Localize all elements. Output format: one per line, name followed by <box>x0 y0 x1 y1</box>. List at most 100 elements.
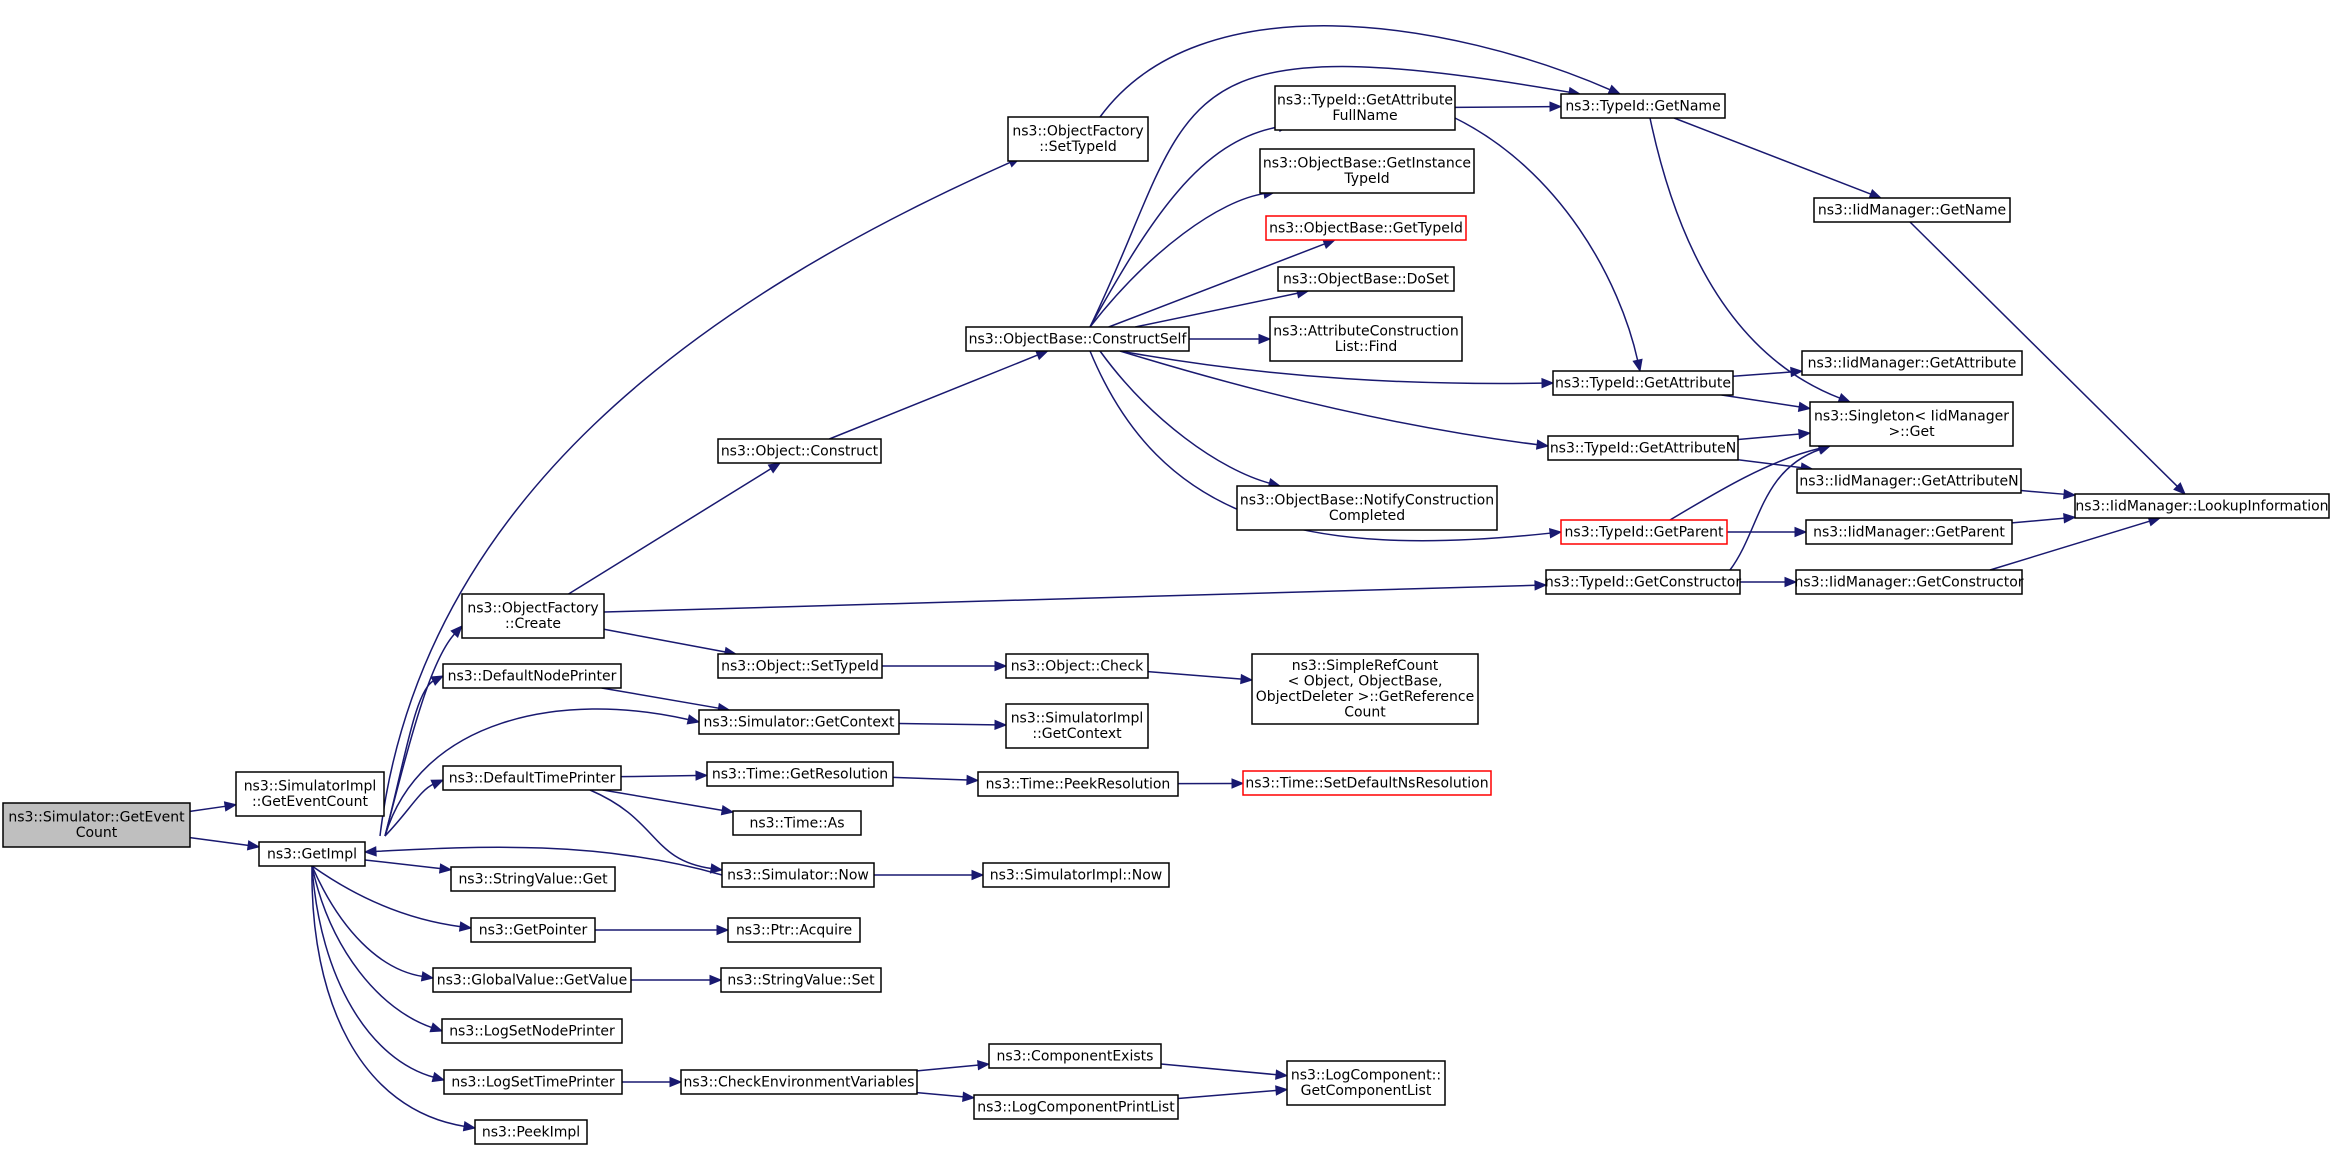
node-timeGetResolution[interactable]: ns3::Time::GetResolution <box>706 761 894 787</box>
node-box[interactable] <box>474 1119 588 1145</box>
node-simImplGetEventCount[interactable]: ns3::SimulatorImpl::GetEventCount <box>235 771 385 817</box>
node-box[interactable] <box>1813 197 2011 223</box>
node-root[interactable]: ns3::Simulator::GetEventCount <box>2 802 191 848</box>
node-iidManagerGetParent[interactable]: ns3::IidManager::GetParent <box>1805 519 2013 545</box>
node-box[interactable] <box>1796 468 2022 494</box>
node-box[interactable] <box>1547 435 1739 461</box>
node-box[interactable] <box>1545 569 1741 595</box>
node-box[interactable] <box>1269 316 1463 362</box>
node-box[interactable] <box>1007 116 1149 162</box>
node-objectSetTypeId[interactable]: ns3::Object::SetTypeId <box>717 653 883 679</box>
node-checkEnvVars[interactable]: ns3::CheckEnvironmentVariables <box>680 1069 918 1095</box>
node-box[interactable] <box>982 862 1170 888</box>
node-singletonGet[interactable]: ns3::Singleton< IidManager>::Get <box>1809 401 2014 447</box>
node-constructSelf[interactable]: ns3::ObjectBase::ConstructSelf <box>965 326 1190 352</box>
node-box[interactable] <box>1274 85 1456 131</box>
node-box[interactable] <box>706 761 894 787</box>
node-box[interactable] <box>727 917 861 943</box>
node-objFactorySetTypeId[interactable]: ns3::ObjectFactory::SetTypeId <box>1007 116 1149 162</box>
node-box[interactable] <box>965 326 1190 352</box>
node-simulatorNow[interactable]: ns3::Simulator::Now <box>721 862 875 888</box>
node-box[interactable] <box>461 593 605 639</box>
node-box[interactable] <box>443 1069 623 1095</box>
node-box[interactable] <box>1801 350 2023 376</box>
node-objectConstruct[interactable]: ns3::Object::Construct <box>717 438 882 464</box>
node-box[interactable] <box>1259 148 1475 194</box>
node-box[interactable] <box>977 771 1179 797</box>
node-objBaseDoSet[interactable]: ns3::ObjectBase::DoSet <box>1277 266 1455 292</box>
node-box[interactable] <box>973 1094 1179 1120</box>
node-box[interactable] <box>1251 653 1479 725</box>
node-box[interactable] <box>450 866 616 892</box>
node-iidManagerLookupInformation[interactable]: ns3::IidManager::LookupInformation <box>2074 493 2330 519</box>
node-logComponentGetComponentList[interactable]: ns3::LogComponent::GetComponentList <box>1286 1060 1446 1106</box>
node-globalValueGetValue[interactable]: ns3::GlobalValue::GetValue <box>432 967 632 993</box>
node-box[interactable] <box>717 438 882 464</box>
node-box[interactable] <box>432 967 632 993</box>
node-box[interactable] <box>1795 569 2023 595</box>
node-objBaseGetTypeId[interactable]: ns3::ObjectBase::GetTypeId <box>1265 215 1467 241</box>
node-iidManagerGetAttribute[interactable]: ns3::IidManager::GetAttribute <box>1801 350 2023 376</box>
node-ptrAcquire[interactable]: ns3::Ptr::Acquire <box>727 917 861 943</box>
node-getPointer[interactable]: ns3::GetPointer <box>470 917 596 943</box>
node-iidManagerGetName[interactable]: ns3::IidManager::GetName <box>1813 197 2011 223</box>
node-simpleRefCountGetRefCount[interactable]: ns3::SimpleRefCount< Object, ObjectBase,… <box>1251 653 1479 725</box>
node-box[interactable] <box>1805 519 2013 545</box>
node-simImplNow[interactable]: ns3::SimulatorImpl::Now <box>982 862 1170 888</box>
node-box[interactable] <box>1265 215 1467 241</box>
node-logComponentPrintList[interactable]: ns3::LogComponentPrintList <box>973 1094 1179 1120</box>
node-defaultTimePrinter[interactable]: ns3::DefaultTimePrinter <box>442 765 622 791</box>
node-box[interactable] <box>470 917 596 943</box>
node-box[interactable] <box>1560 519 1728 545</box>
node-simulatorGetContext[interactable]: ns3::Simulator::GetContext <box>698 709 900 735</box>
node-box[interactable] <box>1552 370 1734 396</box>
node-objectCheck[interactable]: ns3::Object::Check <box>1005 653 1149 679</box>
node-timeSetDefaultNsResolution[interactable]: ns3::Time::SetDefaultNsResolution <box>1242 770 1492 796</box>
node-box[interactable] <box>1005 703 1149 749</box>
node-box[interactable] <box>442 663 622 689</box>
node-box[interactable] <box>1005 653 1149 679</box>
node-simImplGetContext[interactable]: ns3::SimulatorImpl::GetContext <box>1005 703 1149 749</box>
node-stringValueSet[interactable]: ns3::StringValue::Set <box>720 967 882 993</box>
node-componentExists[interactable]: ns3::ComponentExists <box>988 1043 1162 1069</box>
node-box[interactable] <box>1286 1060 1446 1106</box>
node-iidManagerGetAttributeN[interactable]: ns3::IidManager::GetAttributeN <box>1796 468 2022 494</box>
node-typeIdGetName[interactable]: ns3::TypeId::GetName <box>1560 93 1726 119</box>
node-box[interactable] <box>2074 493 2330 519</box>
node-box[interactable] <box>235 771 385 817</box>
node-box[interactable] <box>680 1069 918 1095</box>
node-box[interactable] <box>1236 485 1498 531</box>
node-objFactoryCreate[interactable]: ns3::ObjectFactory::Create <box>461 593 605 639</box>
node-defaultNodePrinter[interactable]: ns3::DefaultNodePrinter <box>442 663 622 689</box>
node-timeAs[interactable]: ns3::Time::As <box>732 810 862 836</box>
node-timePeekResolution[interactable]: ns3::Time::PeekResolution <box>977 771 1179 797</box>
node-box[interactable] <box>2 802 191 848</box>
node-typeIdGetAttributeN[interactable]: ns3::TypeId::GetAttributeN <box>1547 435 1739 461</box>
node-box[interactable] <box>442 765 622 791</box>
node-typeIdGetConstructor[interactable]: ns3::TypeId::GetConstructor <box>1545 569 1741 595</box>
node-typeIdGetParent[interactable]: ns3::TypeId::GetParent <box>1560 519 1728 545</box>
node-box[interactable] <box>698 709 900 735</box>
node-box[interactable] <box>717 653 883 679</box>
node-iidManagerGetConstructor[interactable]: ns3::IidManager::GetConstructor <box>1794 569 2024 595</box>
node-box[interactable] <box>1809 401 2014 447</box>
node-box[interactable] <box>1277 266 1455 292</box>
node-box[interactable] <box>720 967 882 993</box>
node-box[interactable] <box>258 841 366 867</box>
node-getImpl[interactable]: ns3::GetImpl <box>258 841 366 867</box>
node-logSetTimePrinter[interactable]: ns3::LogSetTimePrinter <box>443 1069 623 1095</box>
node-stringValueGet[interactable]: ns3::StringValue::Get <box>450 866 616 892</box>
node-logSetNodePrinter[interactable]: ns3::LogSetNodePrinter <box>441 1018 623 1044</box>
node-box[interactable] <box>721 862 875 888</box>
node-objBaseNotifyConstructionCompleted[interactable]: ns3::ObjectBase::NotifyConstructionCompl… <box>1236 485 1498 531</box>
node-typeIdGetAttribute[interactable]: ns3::TypeId::GetAttribute <box>1552 370 1734 396</box>
node-box[interactable] <box>1242 770 1492 796</box>
node-box[interactable] <box>732 810 862 836</box>
node-box[interactable] <box>988 1043 1162 1069</box>
node-box[interactable] <box>441 1018 623 1044</box>
node-peekImpl[interactable]: ns3::PeekImpl <box>474 1119 588 1145</box>
node-box[interactable] <box>1560 93 1726 119</box>
